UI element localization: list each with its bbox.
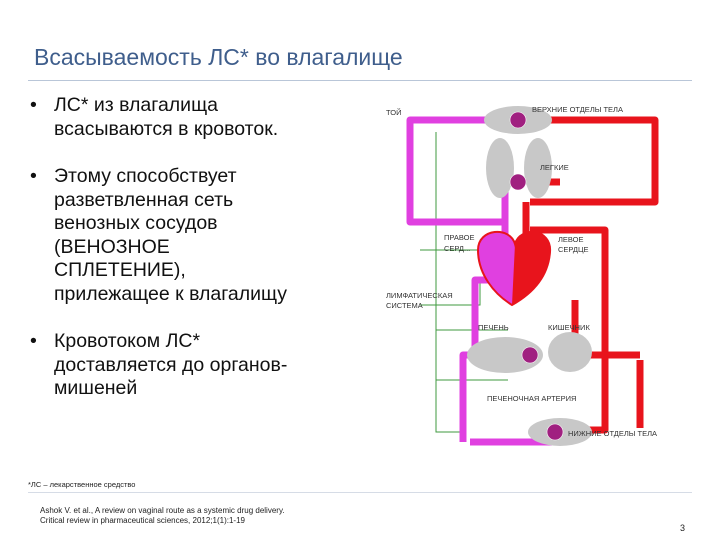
bullet-line: мишеней bbox=[54, 377, 138, 399]
venous-vessels bbox=[406, 116, 552, 446]
intestine bbox=[548, 332, 592, 372]
label-lymph: СИСТЕМА bbox=[386, 301, 423, 310]
label-hepatic-artery: ПЕЧЕНОЧНАЯ АРТЕРИЯ bbox=[487, 394, 576, 403]
bullet-line: Этому способствует bbox=[54, 165, 237, 187]
label-right-heart: ПРАВОЕ bbox=[444, 233, 474, 242]
left-lung bbox=[486, 138, 514, 198]
capillary-beds bbox=[509, 111, 564, 441]
bullet-line: прилежащее к влагалищу bbox=[54, 282, 288, 305]
upper-body-capillaries bbox=[484, 106, 552, 134]
citation: Ashok V. et al., A review on vaginal rou… bbox=[40, 506, 285, 526]
capillary-node bbox=[521, 346, 539, 364]
label-left-heart: ЛЕВОЕ bbox=[558, 235, 584, 244]
capillary-node bbox=[509, 111, 527, 129]
bullet-item: • ЛС* из влагалища всасываются в кровото… bbox=[30, 94, 360, 141]
label-intestine: КИШЕЧНИК bbox=[548, 323, 590, 332]
label-right-heart: СЕРД... bbox=[444, 244, 470, 253]
liver bbox=[467, 337, 543, 373]
footnote: *ЛС – лекарственное средство bbox=[28, 480, 136, 489]
bullet-line: всасываются в кровоток. bbox=[54, 117, 279, 140]
heart bbox=[476, 230, 552, 307]
label-top-fragment: ТОЙ bbox=[386, 108, 401, 117]
capillary-node bbox=[546, 423, 564, 441]
title-divider bbox=[28, 80, 692, 81]
bullet-marker: • bbox=[30, 165, 37, 187]
bullet-line: ЛС* из влагалища bbox=[54, 94, 218, 116]
lower-body-capillaries bbox=[528, 418, 592, 446]
footer-divider bbox=[28, 492, 692, 493]
label-lungs: ЛЕГКИЕ bbox=[540, 163, 569, 172]
bullet-line: доставляется до органов- bbox=[54, 353, 288, 376]
label-left-heart: СЕРДЦЕ bbox=[558, 245, 589, 254]
bullet-item: • Этому способствует разветвленная сеть … bbox=[30, 165, 360, 306]
label-lower-body: НИЖНИЕ ОТДЕЛЫ ТЕЛА bbox=[568, 429, 657, 438]
bullet-marker: • bbox=[30, 330, 37, 352]
arterial-vessels bbox=[520, 116, 659, 434]
bullet-line: венозных сосудов bbox=[54, 212, 218, 234]
left-heart bbox=[512, 232, 551, 305]
bullet-marker: • bbox=[30, 94, 37, 116]
label-lymph: ЛИМФАТИЧЕСКАЯ bbox=[386, 291, 453, 300]
page-number: 3 bbox=[680, 523, 686, 533]
citation-line: Ashok V. et al., A review on vaginal rou… bbox=[40, 506, 285, 515]
bullet-line: (ВЕНОЗНОЕ bbox=[54, 235, 170, 258]
lymphatic-vessels bbox=[420, 132, 508, 433]
label-liver: ПЕЧЕНЬ bbox=[478, 323, 509, 332]
organs bbox=[467, 106, 592, 446]
bullet-line: СПЛЕТЕНИЕ), bbox=[54, 259, 186, 281]
bullet-item: • Кровотоком ЛС* доставляется до органов… bbox=[30, 330, 360, 401]
capillary-node bbox=[509, 173, 527, 191]
bullet-line: разветвленная сеть bbox=[54, 188, 234, 211]
right-lung bbox=[524, 138, 552, 198]
label-upper-body: ВЕРХНИЕ ОТДЕЛЫ ТЕЛА bbox=[532, 105, 623, 114]
bullet-list: • ЛС* из влагалища всасываются в кровото… bbox=[30, 94, 360, 425]
citation-line: Critical review in pharmaceutical scienc… bbox=[40, 516, 245, 525]
bullet-line: Кровотоком ЛС* bbox=[54, 330, 201, 352]
slide-title: Всасываемость ЛС* во влагалище bbox=[34, 44, 403, 70]
